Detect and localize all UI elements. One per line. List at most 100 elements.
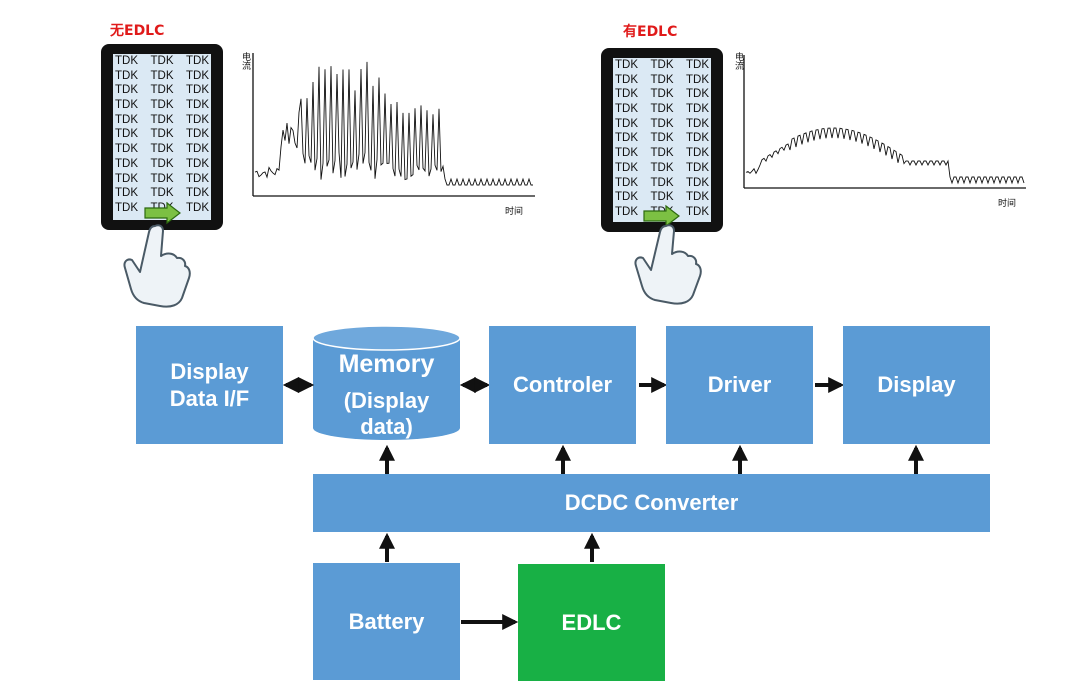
screen-text: TDK [615, 191, 638, 204]
screen-text: TDK [115, 172, 138, 185]
screen-text: TDK [650, 176, 674, 189]
screen-text: TDK [186, 84, 209, 97]
screen-text: TDK [115, 113, 138, 126]
screen-text: TDK [115, 84, 138, 97]
screen-text: TDK [686, 103, 709, 116]
memory-cylinder [312, 325, 461, 440]
current-chart-without-edlc [252, 53, 535, 197]
screen-text: TDK [650, 191, 674, 204]
memory-sub-label: (Display data) [343, 388, 430, 439]
screen-text-row: TDK TDK TDK [113, 83, 211, 98]
pointing-hand-icon [634, 224, 702, 305]
screen-text: TDK [686, 147, 709, 160]
screen-text: TDK [150, 55, 174, 67]
screen-text-row: TDK TDK TDK [113, 142, 211, 157]
screen-text: TDK [150, 157, 174, 170]
display-block: Display [843, 326, 990, 444]
screen-text: TDK [615, 161, 638, 174]
edlc-block: EDLC [518, 564, 665, 681]
screen-text: TDK [615, 147, 638, 160]
screen-text-row: TDK TDK TDK [613, 146, 711, 161]
screen-text: TDK [186, 201, 209, 214]
connector-arrows [282, 377, 924, 630]
swipe-right-arrow-icon [144, 201, 181, 225]
screen-text: TDK [115, 157, 138, 170]
current-trace [254, 61, 533, 186]
display-data-if-block: Display Data I/F [136, 326, 283, 444]
screen-text: TDK [150, 99, 174, 112]
screen-text-row: TDK TDK TDK [113, 157, 211, 172]
screen-text: TDK [150, 84, 174, 97]
screen-text: TDK [150, 113, 174, 126]
screen-text-row: TDK TDK TDK [113, 113, 211, 128]
screen-text: TDK [686, 88, 709, 101]
screen-text: TDK [650, 88, 674, 101]
panel-title-with-edlc: 有EDLC [623, 24, 678, 40]
screen-text: TDK [686, 73, 709, 86]
screen-text: TDK [650, 147, 674, 160]
current-axis-label: 电流 [733, 52, 743, 70]
screen-text: TDK [650, 132, 674, 145]
screen-text: TDK [150, 187, 174, 200]
screen-text: TDK [115, 143, 138, 156]
screen-text: TDK [615, 176, 638, 189]
screen-text-row: TDK TDK TDK [613, 190, 711, 205]
driver-block: Driver [666, 326, 813, 444]
screen-text: TDK [650, 117, 674, 130]
screen-text: TDK [650, 103, 674, 116]
screen-text-row: TDK TDK TDK [113, 69, 211, 84]
screen-text: TDK [686, 132, 709, 145]
screen-text: TDK [686, 205, 709, 218]
screen-text: TDK [186, 113, 209, 126]
screen-text: TDK [650, 73, 674, 86]
screen-text: TDK [650, 59, 674, 71]
time-axis-label: 时间 [998, 199, 1017, 209]
screen-text-row: TDK TDK TDK [113, 186, 211, 201]
screen-text: TDK [615, 132, 638, 145]
screen-text: TDK [686, 59, 709, 71]
screen-text: TDK [186, 128, 209, 141]
screen-text-row: TDK TDK TDK [113, 54, 211, 69]
screen-text: TDK [115, 187, 138, 200]
screen-text: TDK [686, 191, 709, 204]
current-trace [745, 127, 1025, 185]
screen-text: TDK [650, 161, 674, 174]
swipe-right-arrow-icon [643, 204, 680, 228]
screen-text: TDK [115, 69, 138, 82]
screen-text: TDK [615, 103, 638, 116]
pointing-hand-icon [123, 224, 191, 308]
screen-text: TDK [150, 69, 174, 82]
screen-text-row: TDK TDK TDK [113, 127, 211, 142]
screen-text: TDK [115, 201, 138, 214]
time-axis-label: 时间 [505, 207, 524, 217]
screen-text: TDK [186, 172, 209, 185]
screen-text-row: TDK TDK TDK [613, 131, 711, 146]
current-chart-with-edlc [743, 55, 1026, 189]
screen-text: TDK [615, 117, 638, 130]
controller-block: Controler [489, 326, 636, 444]
screen-text: TDK [115, 128, 138, 141]
screen-text: TDK [186, 55, 209, 67]
screen-text: TDK [150, 143, 174, 156]
screen-text: TDK [150, 128, 174, 141]
memory-label: Memory [338, 350, 435, 378]
screen-text: TDK [115, 55, 138, 67]
screen-text: TDK [186, 187, 209, 200]
screen-text: TDK [186, 99, 209, 112]
screen-text: TDK [186, 143, 209, 156]
screen-text: TDK [615, 73, 638, 86]
screen-text: TDK [615, 205, 638, 218]
screen-text: TDK [186, 157, 209, 170]
screen-text: TDK [186, 69, 209, 82]
dcdc-converter-block: DCDC Converter [313, 474, 990, 532]
